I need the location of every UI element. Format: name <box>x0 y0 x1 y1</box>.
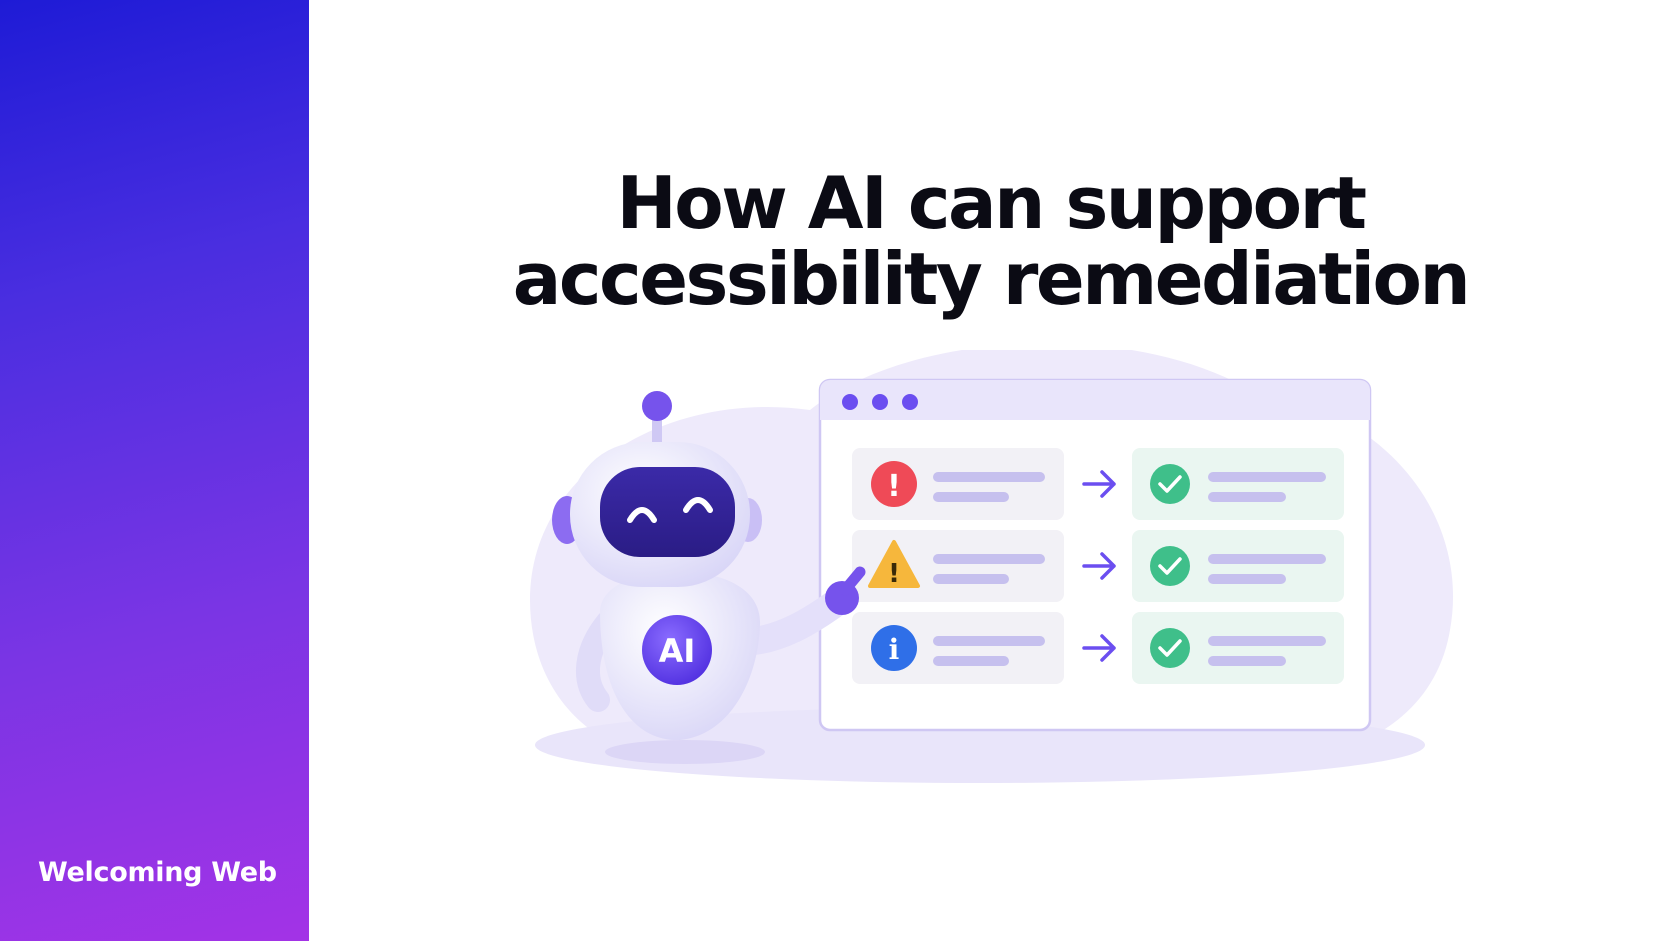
arrow-right-icon <box>1082 470 1116 498</box>
issue-row-3: i <box>852 612 1344 684</box>
window-dot-3 <box>902 394 918 410</box>
title-line-1: How AI can support <box>616 161 1367 245</box>
check-icon <box>1150 546 1190 586</box>
title-line-2: accessibility remediation <box>512 237 1471 321</box>
illustration-svg: ! ! i <box>530 350 1454 783</box>
robot-eye-right <box>683 497 713 513</box>
page-title: How AI can support accessibility remedia… <box>309 165 1672 317</box>
brand-sidebar: Welcoming Web <box>0 0 309 941</box>
robot-eye-left <box>627 507 657 523</box>
issue-row-2: ! <box>852 530 1344 602</box>
window-dot-1 <box>842 394 858 410</box>
info-icon <box>871 625 917 671</box>
ai-badge <box>642 615 712 685</box>
error-icon <box>871 461 917 507</box>
error-icon-glyph: ! <box>887 469 901 504</box>
illustration: ! ! i <box>490 350 1490 850</box>
ai-badge-text: AI <box>659 632 696 670</box>
window-dot-2 <box>872 394 888 410</box>
info-icon-glyph: i <box>889 633 900 666</box>
check-icon <box>1150 628 1190 668</box>
robot-face-screen <box>600 467 735 557</box>
robot-mascot: AI <box>552 391 866 764</box>
robot-antenna <box>642 391 672 421</box>
warning-icon <box>868 540 920 588</box>
arrow-right-icon <box>1082 634 1116 662</box>
check-icon <box>1150 464 1190 504</box>
warning-icon-glyph: ! <box>888 559 900 589</box>
brand-name: Welcoming Web <box>38 857 277 888</box>
issue-row-1: ! <box>852 448 1344 520</box>
arrow-right-icon <box>1082 552 1116 580</box>
